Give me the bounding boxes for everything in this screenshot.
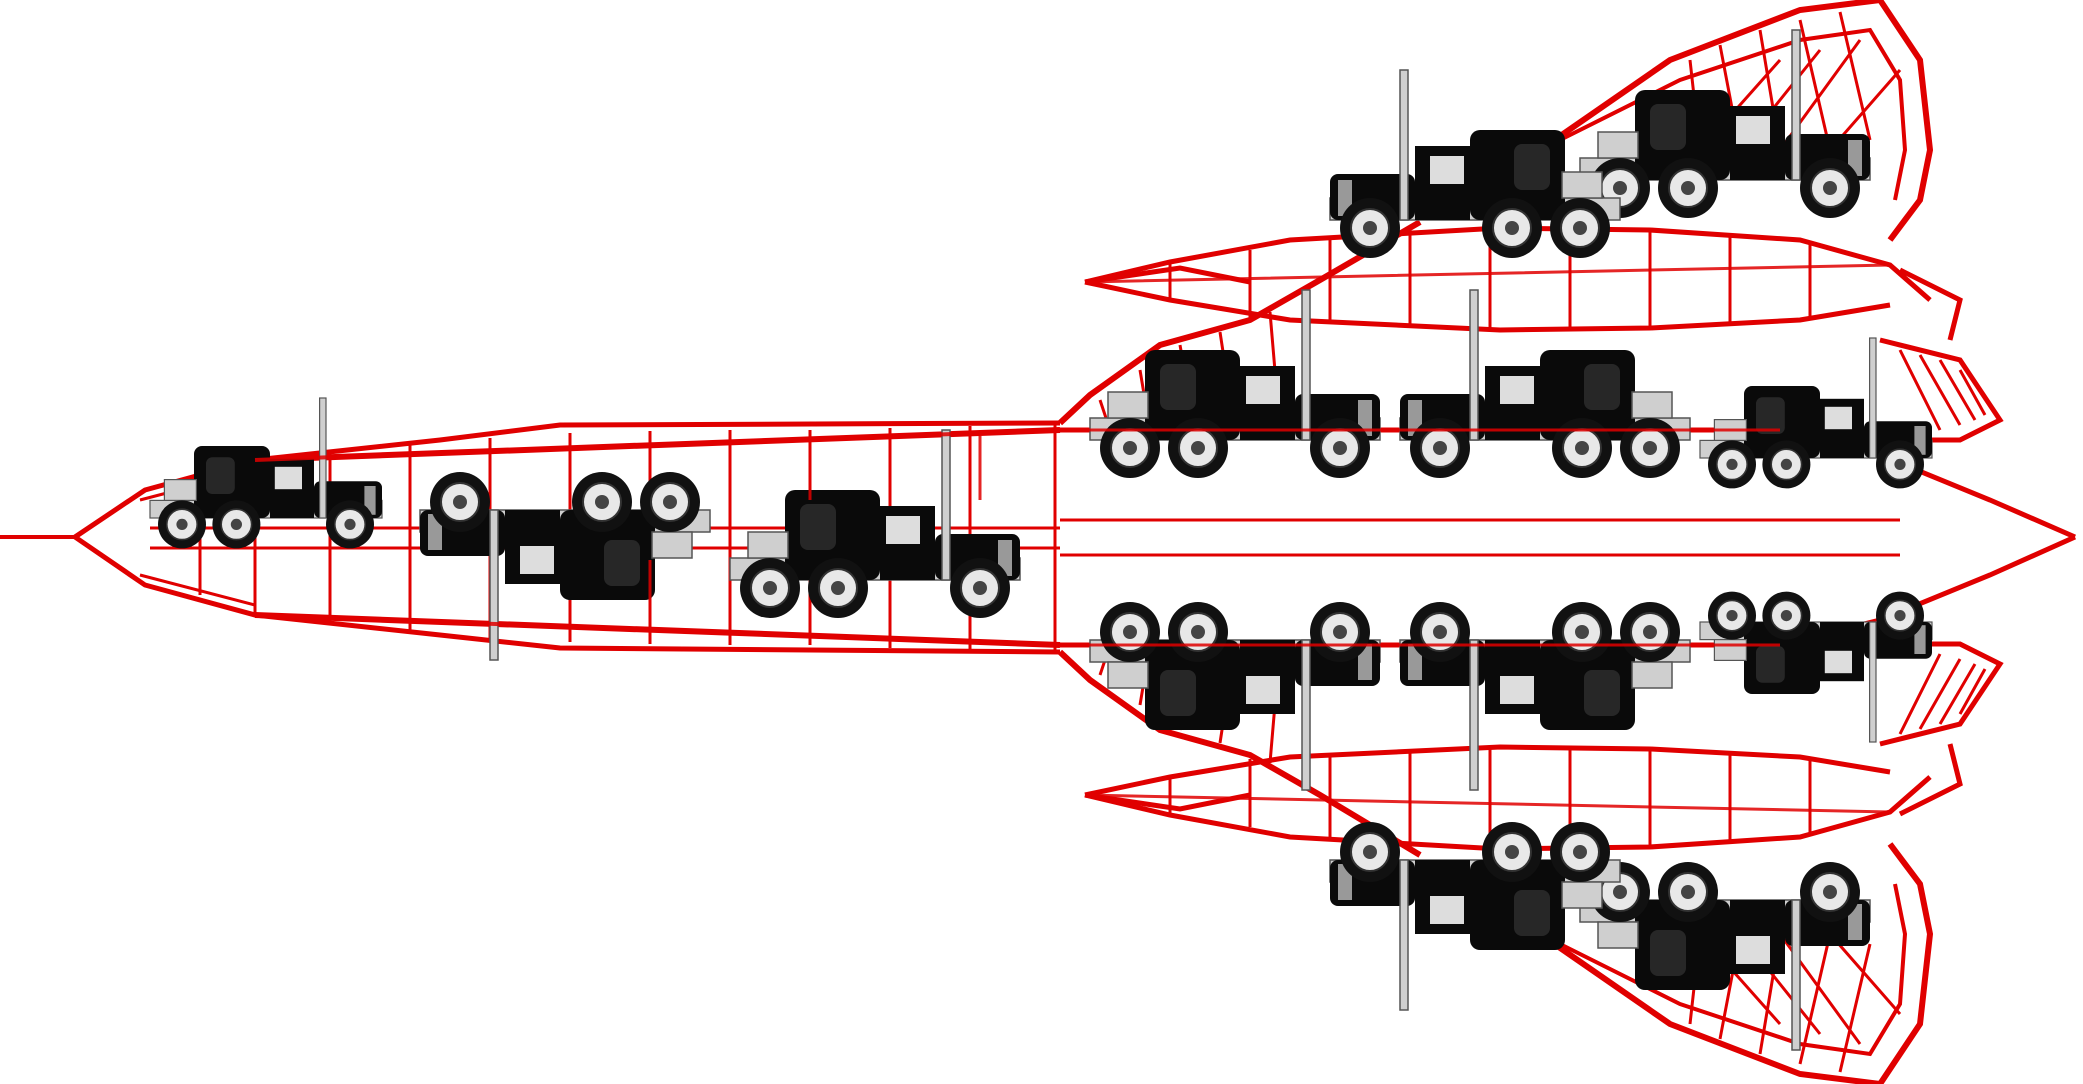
truck-cab [1399,289,1691,479]
truck-cab [1579,29,1871,219]
truck-cab [1089,601,1381,791]
truck-cab [149,397,383,550]
red-overlay-lines [254,263,1891,814]
truck-cab [1089,289,1381,479]
truck-cab [1579,861,1871,1051]
truck-cab [729,429,1021,619]
truck-cabs [149,29,1933,1051]
truck-cab [1399,601,1691,791]
truck-cab [1329,821,1621,1011]
truck-cab [1699,590,1933,743]
truck-cab [1699,337,1933,490]
